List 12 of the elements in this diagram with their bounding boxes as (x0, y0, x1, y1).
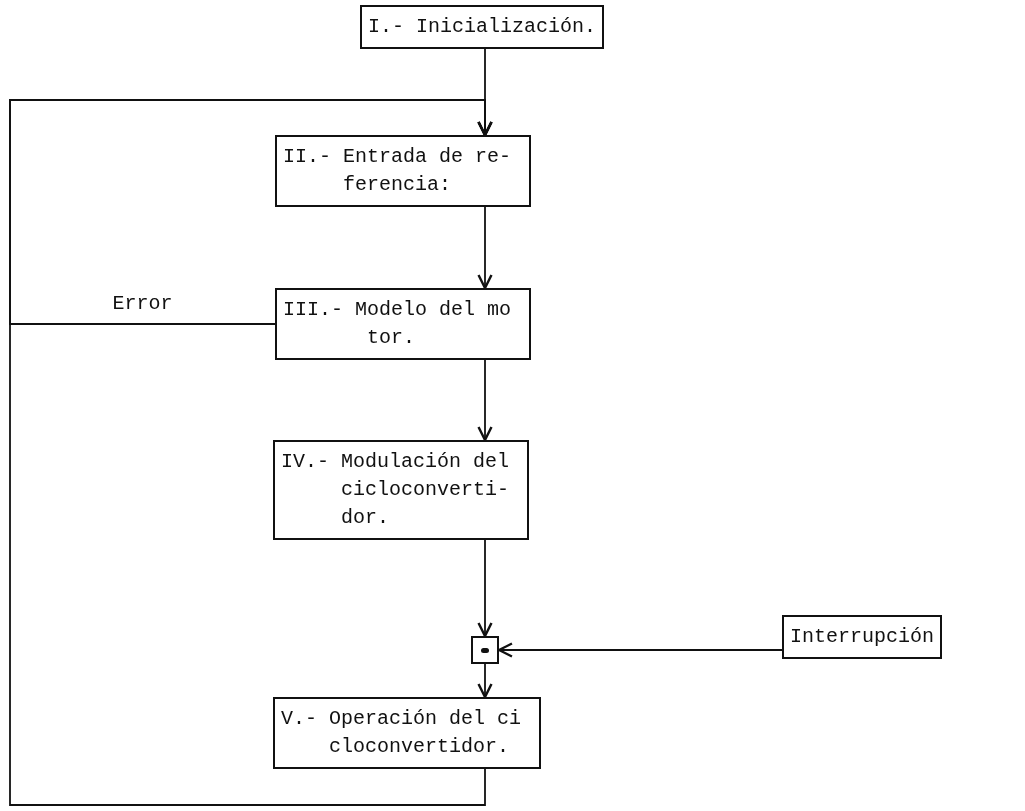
process-box: V.- Operación del ci cloconvertidor. (273, 697, 542, 769)
junction-box (471, 636, 499, 664)
arrow (9, 99, 493, 806)
arrow (477, 539, 493, 638)
process-box: I.- Inicialización. (360, 5, 605, 49)
process-box: IV.- Modulación del cicloconverti- dor. (273, 440, 530, 540)
arrow (477, 206, 493, 290)
process-box: Interrupción (782, 615, 943, 659)
arrow (477, 663, 493, 699)
process-box: III.- Modelo del mo tor. (275, 288, 532, 360)
process-box: II.- Entrada de re- ferencia: (275, 135, 532, 207)
arrow (477, 359, 493, 442)
